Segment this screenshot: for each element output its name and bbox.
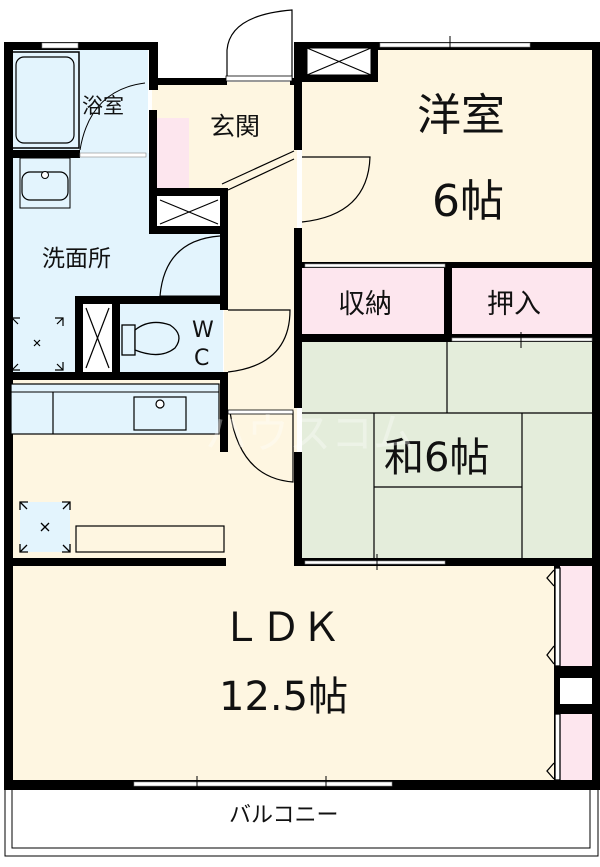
toilet-fixture	[121, 321, 180, 356]
shoe-cabinet	[157, 118, 189, 188]
western-room-label: 洋室	[417, 90, 505, 141]
windows	[41, 36, 593, 792]
ldk-floor	[8, 560, 558, 782]
hallway-floor	[224, 185, 298, 565]
washroom-label: 洗面所	[42, 246, 111, 272]
ldk-closet-doors	[546, 567, 561, 781]
kitchen-counter	[10, 383, 220, 435]
storage-label: 収納	[338, 289, 392, 320]
entrance-label: 玄関	[210, 112, 260, 141]
ldk-size: 12.5帖	[219, 674, 348, 720]
toilet-label-w: W	[192, 318, 214, 343]
closet-label: 押入	[487, 289, 541, 320]
ldk-label: ＬＤＫ	[221, 605, 341, 651]
bathroom-floor	[8, 48, 148, 153]
japanese-room-floor	[302, 342, 594, 558]
balcony-label: バルコニー	[229, 803, 339, 828]
ldk-closet-bottom	[560, 712, 592, 782]
wash-basin	[19, 157, 71, 209]
refrigerator-space	[19, 501, 71, 553]
bathroom-label: 浴室	[82, 94, 124, 118]
bathtub	[10, 51, 80, 149]
ldk-closet-top	[560, 566, 592, 666]
toilet-label-c: C	[194, 346, 209, 371]
balcony	[4, 790, 600, 856]
western-room-size: 6帖	[432, 176, 504, 227]
dining-counter	[75, 525, 225, 553]
watermark: ハウスコム	[205, 409, 415, 458]
washing-machine-space	[11, 317, 64, 371]
closet-floor	[452, 268, 594, 334]
tatami-lines	[302, 342, 594, 558]
storage-floor	[302, 268, 444, 334]
japanese-room-label: 和6帖	[384, 435, 489, 481]
